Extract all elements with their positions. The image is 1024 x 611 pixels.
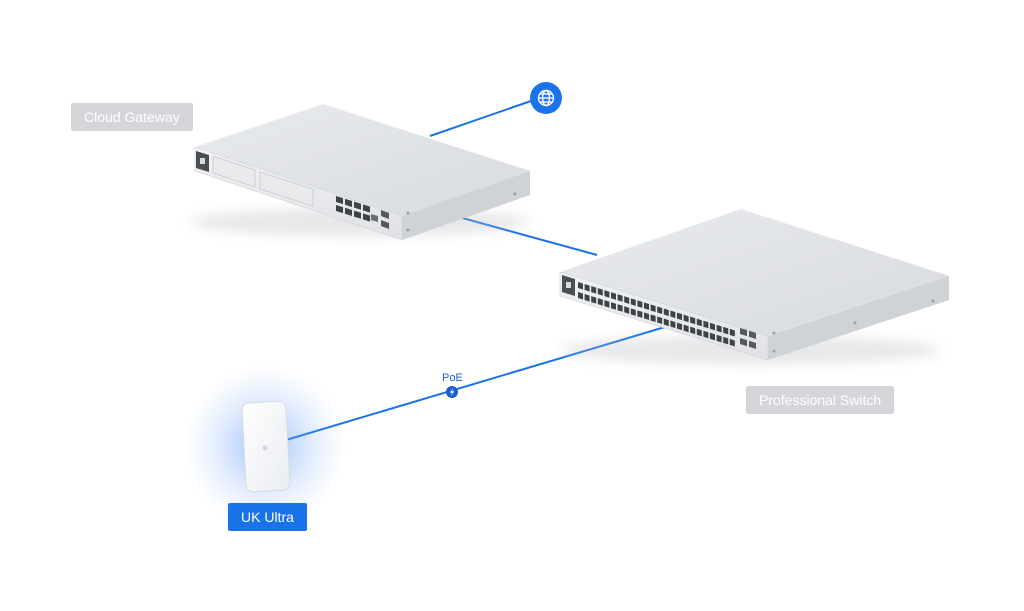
switch-ethernet-port (657, 316, 663, 325)
switch-ethernet-port (703, 330, 709, 339)
switch-screw-3 (853, 321, 857, 325)
switch-ethernet-port (611, 292, 616, 300)
switch-sfp-port (749, 340, 756, 349)
switch-ethernet-port (670, 310, 676, 319)
switch-ethernet-port (597, 298, 603, 306)
switch-ethernet-port (677, 322, 682, 331)
switch-ethernet-port (637, 300, 643, 308)
switch-ethernet-port (683, 314, 689, 323)
uk-ultra-access-point[interactable] (241, 400, 291, 493)
switch-ethernet-port (584, 284, 590, 292)
cloud-gateway-device[interactable] (194, 104, 530, 241)
gateway-ethernet-port (345, 207, 352, 216)
switch-ethernet-port (630, 308, 636, 316)
gateway-ethernet-port (336, 196, 343, 205)
switch-ethernet-port (644, 302, 649, 310)
switch-ethernet-port (630, 298, 636, 306)
switch-ethernet-port (624, 306, 630, 314)
gateway-sfp-port-2 (381, 220, 389, 229)
switch-ethernet-port (578, 282, 583, 290)
switch-sfp-port (740, 328, 747, 337)
gateway-port-grid (336, 196, 370, 222)
switch-ethernet-port (637, 310, 643, 318)
switch-ethernet-port (650, 314, 656, 322)
gateway-side (402, 171, 530, 240)
gateway-top (195, 104, 530, 216)
gateway-screw-1 (406, 211, 410, 215)
switch-ethernet-port (604, 290, 610, 298)
professional-switch-device[interactable] (559, 209, 949, 361)
switch-ethernet-port (696, 328, 702, 337)
switch-ethernet-port (578, 292, 583, 300)
ap-logo-icon (262, 445, 268, 451)
switch-ethernet-port (696, 318, 702, 327)
switch-ethernet-port (710, 322, 715, 331)
switch-ethernet-port (723, 326, 729, 335)
switch-ethernet-port (604, 300, 610, 308)
switch-ethernet-port (703, 320, 709, 329)
switch-ethernet-port (716, 324, 722, 333)
switch-ethernet-port (617, 294, 623, 302)
lightning-bolt-icon (449, 387, 455, 397)
gateway-screw-3 (513, 192, 517, 196)
switch-ethernet-port (650, 304, 656, 312)
switch-ethernet-port (657, 306, 663, 315)
gateway-console-port (371, 214, 378, 222)
gateway-ethernet-port (363, 204, 370, 213)
poe-label: PoE (442, 372, 463, 384)
switch-sfp-port (740, 338, 747, 347)
gateway-drive-bay-2 (259, 171, 314, 207)
switch-ethernet-port (677, 312, 682, 321)
switch-ethernet-port (624, 296, 630, 304)
switch-ethernet-port (597, 288, 603, 296)
switch-sfp-port (749, 330, 756, 339)
gateway-ethernet-port (354, 201, 361, 210)
switch-ethernet-port (683, 324, 689, 333)
switch-ethernet-port (617, 304, 623, 312)
gateway-ethernet-port (336, 205, 343, 214)
switch-sfp-ports (740, 328, 756, 349)
switch-ethernet-port (584, 294, 590, 302)
switch-ethernet-port (729, 328, 735, 337)
switch-power-socket (566, 282, 571, 288)
switch-ethernet-port (644, 312, 649, 320)
switch-ethernet-port (591, 296, 597, 304)
switch-screw-1 (772, 331, 776, 335)
switch-side (768, 276, 949, 360)
gateway-power-socket (200, 158, 205, 164)
switch-ethernet-port (663, 318, 669, 327)
gateway-ethernet-port (345, 198, 352, 207)
gateway-sfp-port-1 (381, 210, 389, 219)
switch-ethernet-port (710, 332, 715, 341)
internet-node[interactable] (530, 82, 562, 114)
switch-ethernet-port (670, 320, 676, 329)
switch-top (560, 209, 949, 336)
switch-ethernet-port (690, 326, 696, 335)
link-gateway-internet (429, 100, 532, 137)
globe-icon (537, 89, 555, 107)
gateway-ethernet-port (363, 213, 370, 222)
switch-ethernet-port (690, 316, 696, 325)
gateway-drive-bay-1 (212, 155, 256, 188)
switch-screw-2 (772, 349, 776, 353)
poe-marker (446, 386, 458, 398)
switch-ethernet-port (716, 334, 722, 343)
professional-switch-label: Professional Switch (746, 386, 895, 414)
switch-port-grid (578, 282, 735, 347)
uk-ultra-label: UK Ultra (228, 503, 307, 531)
switch-ethernet-port (729, 338, 735, 347)
switch-ethernet-port (663, 308, 669, 317)
switch-screw-4 (931, 299, 935, 303)
switch-ethernet-port (591, 286, 597, 294)
gateway-ethernet-port (354, 210, 361, 219)
switch-ethernet-port (611, 302, 616, 310)
cloud-gateway-label: Cloud Gateway (71, 103, 193, 131)
gateway-screw-2 (406, 228, 410, 232)
switch-ethernet-port (723, 336, 729, 345)
